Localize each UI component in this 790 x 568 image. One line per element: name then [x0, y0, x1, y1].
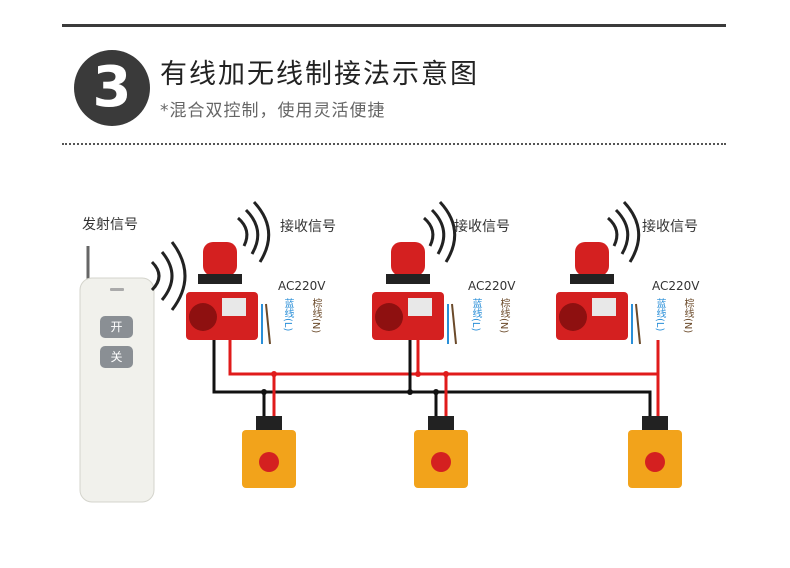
- wiring: [212, 340, 660, 420]
- push-button-box-3: [628, 416, 682, 488]
- power-label-1: AC220V: [278, 279, 326, 293]
- off-button[interactable]: [100, 346, 133, 368]
- live-wire-label-2: 蓝线(L): [470, 298, 481, 332]
- remote-body: [79, 277, 155, 503]
- push-button-box-1: [242, 416, 296, 488]
- step-number-badge: 3: [74, 50, 150, 126]
- neutral-wire: [265, 303, 271, 345]
- push-button-box-2: [414, 416, 468, 488]
- page-subtitle: *混合双控制，使用灵活便捷: [160, 101, 386, 121]
- receiver-label-3: 接收信号: [642, 219, 698, 235]
- signal-waves-icon: [150, 260, 161, 292]
- live-wire-label-3: 蓝线(L): [654, 298, 665, 332]
- remote-transmitter: [79, 241, 187, 503]
- strobe-light: [391, 242, 425, 276]
- live-wire-label-1: 蓝线(L): [282, 298, 293, 332]
- top-divider: [62, 24, 726, 27]
- neutral-wire-label-1: 棕线(N): [310, 298, 321, 334]
- power-label-2: AC220V: [468, 279, 516, 293]
- alarm-unit-2: [372, 200, 457, 345]
- on-button[interactable]: [100, 316, 133, 338]
- black-bus-wire: [212, 340, 652, 420]
- page-title: 有线加无线制接法示意图: [160, 59, 479, 90]
- signal-waves-icon: [422, 216, 435, 247]
- transmitter-label: 发射信号: [82, 217, 138, 233]
- neutral-wire-label-3: 棕线(N): [682, 298, 693, 334]
- strobe-light: [203, 242, 237, 276]
- signal-waves-icon: [236, 216, 249, 247]
- neutral-wire: [451, 303, 457, 345]
- off-button-label: 关: [110, 350, 123, 364]
- alarm-unit-1: [186, 200, 271, 345]
- dotted-divider: [62, 143, 726, 145]
- alarm-unit-3: [556, 200, 641, 345]
- strobe-light: [575, 242, 609, 276]
- signal-waves-icon: [606, 216, 619, 247]
- receiver-label-2: 接收信号: [454, 219, 510, 235]
- receiver-label-1: 接收信号: [280, 219, 336, 235]
- red-push-button[interactable]: [259, 452, 279, 472]
- red-bus-wire: [228, 340, 660, 376]
- power-label-3: AC220V: [652, 279, 700, 293]
- neutral-wire-label-2: 棕线(N): [498, 298, 509, 334]
- red-push-button[interactable]: [431, 452, 451, 472]
- remote-led: [110, 288, 124, 291]
- on-button-label: 开: [110, 320, 123, 334]
- red-push-button[interactable]: [645, 452, 665, 472]
- neutral-wire: [635, 303, 641, 345]
